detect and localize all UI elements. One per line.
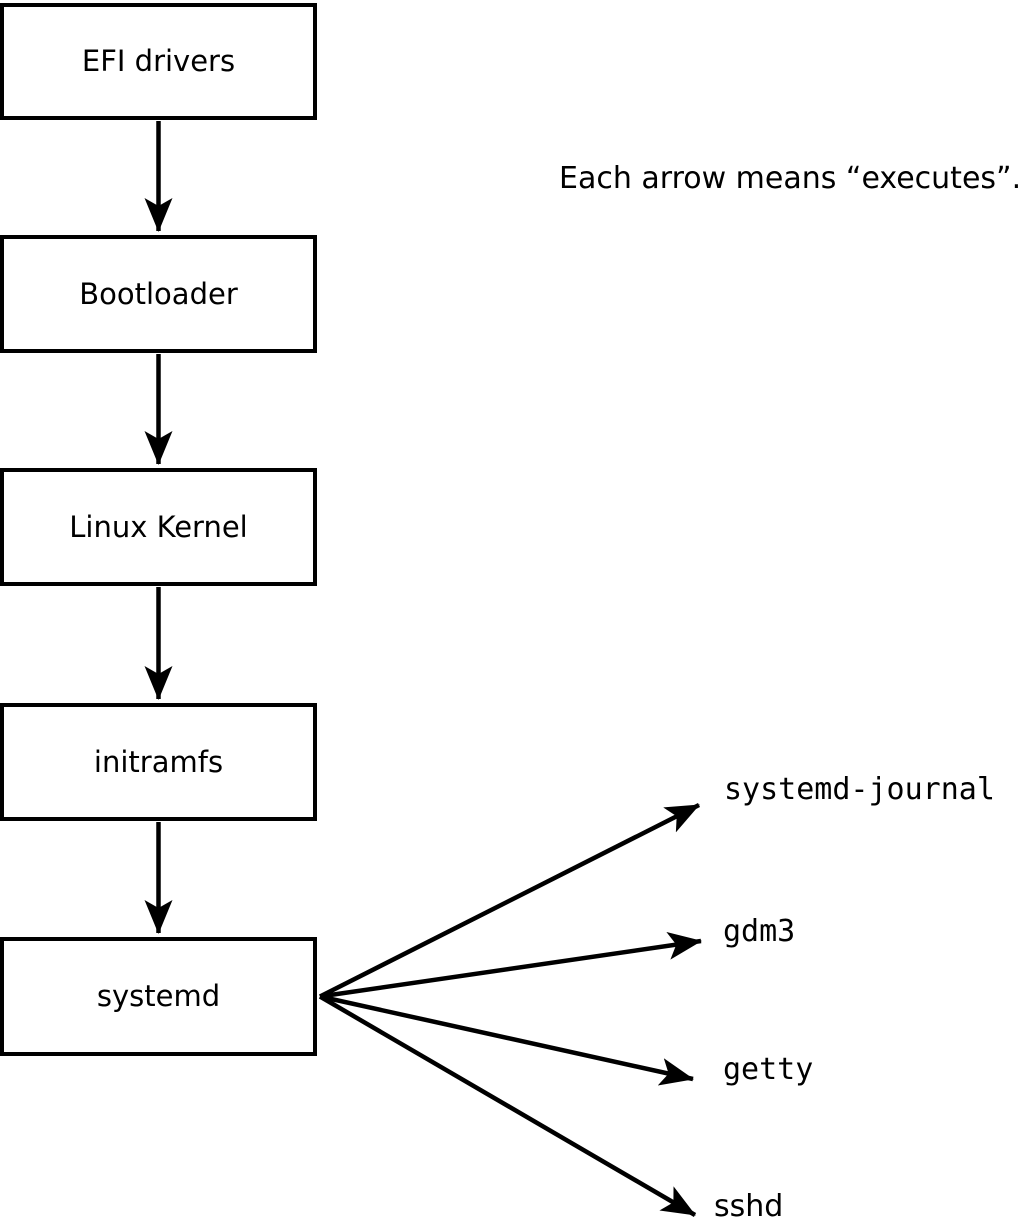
node-bootloader-label: Bootloader xyxy=(79,276,238,311)
target-getty-label: getty xyxy=(723,1052,814,1087)
edge-systemd-to-getty-arrow xyxy=(319,994,694,1086)
target-systemd-journal-label: systemd-journal xyxy=(724,772,995,807)
node-systemd: systemd xyxy=(0,937,317,1056)
node-linux-kernel: Linux Kernel xyxy=(0,468,317,586)
edge-systemd-to-sshd-arrow xyxy=(318,994,697,1217)
node-linux-kernel-label: Linux Kernel xyxy=(69,509,248,544)
node-systemd-label: systemd xyxy=(96,979,221,1013)
edge-systemd-to-journal-arrow xyxy=(318,802,701,999)
node-efi-drivers: EFI drivers xyxy=(0,3,317,120)
node-bootloader: Bootloader xyxy=(0,235,317,353)
arrow-legend-text: Each arrow means “executes”. xyxy=(559,161,1022,196)
node-efi-drivers-label: EFI drivers xyxy=(81,44,236,78)
edge-systemd-to-gdm3-arrow xyxy=(319,931,702,999)
node-initramfs-label: initramfs xyxy=(93,744,224,779)
target-gdm3-label: gdm3 xyxy=(723,914,796,949)
node-initramfs: initramfs xyxy=(0,703,317,821)
target-sshd-label: sshd xyxy=(714,1189,784,1224)
